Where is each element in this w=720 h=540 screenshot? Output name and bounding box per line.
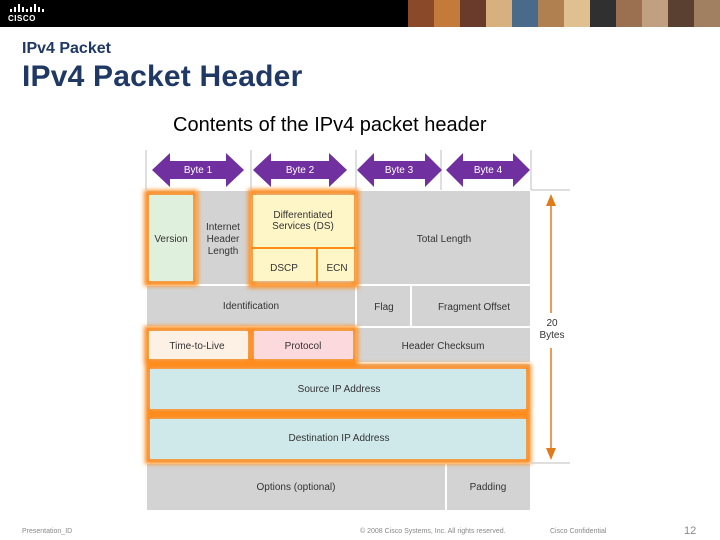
- size-label-number: 20: [546, 318, 558, 329]
- protocol-fill: [254, 331, 353, 359]
- byte-1-arrow: [152, 153, 244, 187]
- destination-ip-highlight: [145, 414, 531, 464]
- slide-subtitle: IPv4 Packet: [22, 40, 111, 57]
- ds-label-line2: Services (DS): [272, 221, 334, 232]
- slide-caption: Contents of the IPv4 packet header: [173, 114, 487, 136]
- ttl-label: Time-to-Live: [169, 341, 225, 352]
- ds-fill: [253, 195, 354, 281]
- version-label: Version: [154, 234, 187, 245]
- header-photo: [538, 0, 564, 27]
- protocol-label: Protocol: [285, 341, 322, 352]
- header-photo: [694, 0, 720, 27]
- total-length-cell: [355, 189, 532, 286]
- flag-label: Flag: [374, 302, 393, 313]
- header-photo: [590, 0, 616, 27]
- cisco-logo: CISCO: [8, 4, 48, 24]
- source-ip-label: Source IP Address: [298, 384, 381, 395]
- byte-2-label: Byte 2: [286, 165, 315, 176]
- fragment-offset-label: Fragment Offset: [438, 302, 510, 313]
- padding-label: Padding: [470, 482, 507, 493]
- dscp-label: DSCP: [270, 263, 298, 274]
- header-bar: CISCO: [0, 0, 720, 27]
- header-photo: [564, 0, 590, 27]
- page-number: 12: [684, 525, 697, 537]
- ihl-label-line3: Length: [208, 246, 239, 257]
- destination-ip-label: Destination IP Address: [289, 433, 390, 444]
- footer-copyright: © 2008 Cisco Systems, Inc. All rights re…: [360, 528, 506, 535]
- ipv4-header-diagram: Byte 1 Byte 2 Byte 3 Byte 4 Version Inte…: [144, 150, 570, 512]
- header-photo: [616, 0, 642, 27]
- byte-3-arrow: [357, 153, 442, 187]
- total-length-label: Total Length: [417, 234, 472, 245]
- footer-presentation-id: Presentation_ID: [22, 528, 73, 535]
- header-photo: [668, 0, 694, 27]
- identification-label: Identification: [223, 301, 279, 312]
- source-ip-fill: [150, 369, 526, 409]
- ihl-label-line2: Header: [207, 234, 240, 245]
- header-photo-strip: [408, 0, 720, 27]
- header-checksum-label: Header Checksum: [402, 341, 485, 352]
- byte-1-label: Byte 1: [184, 165, 213, 176]
- flag-cell: [355, 284, 412, 328]
- byte-4-label: Byte 4: [474, 165, 503, 176]
- version-fill: [149, 195, 193, 281]
- cisco-bridge-icon: [10, 4, 48, 12]
- source-ip-highlight: [145, 364, 531, 414]
- byte-2-arrow: [253, 153, 347, 187]
- ds-highlight: [248, 189, 359, 288]
- size-label-unit: Bytes: [539, 330, 564, 341]
- slide-title: IPv4 Packet Header: [22, 60, 303, 93]
- version-highlight: [144, 190, 198, 286]
- ecn-label: ECN: [326, 263, 347, 274]
- header-photo: [460, 0, 486, 27]
- ihl-label-line1: Internet: [206, 222, 240, 233]
- header-photo: [642, 0, 668, 27]
- ihl-cell: [195, 189, 252, 286]
- header-photo: [486, 0, 512, 27]
- ds-label-line1: Differentiated: [273, 210, 332, 221]
- cisco-logo-text: CISCO: [8, 14, 36, 23]
- destination-ip-fill: [150, 419, 526, 459]
- ttl-fill: [149, 331, 248, 359]
- options-label: Options (optional): [257, 482, 336, 493]
- header-photo: [512, 0, 538, 27]
- byte-3-label: Byte 3: [385, 165, 414, 176]
- header-length-arrow: [531, 189, 570, 464]
- protocol-highlight: [249, 326, 358, 364]
- byte-4-arrow: [446, 153, 530, 187]
- header-photo: [434, 0, 460, 27]
- header-photo: [408, 0, 434, 27]
- options-cell: [145, 462, 447, 512]
- footer-confidential: Cisco Confidential: [550, 528, 607, 535]
